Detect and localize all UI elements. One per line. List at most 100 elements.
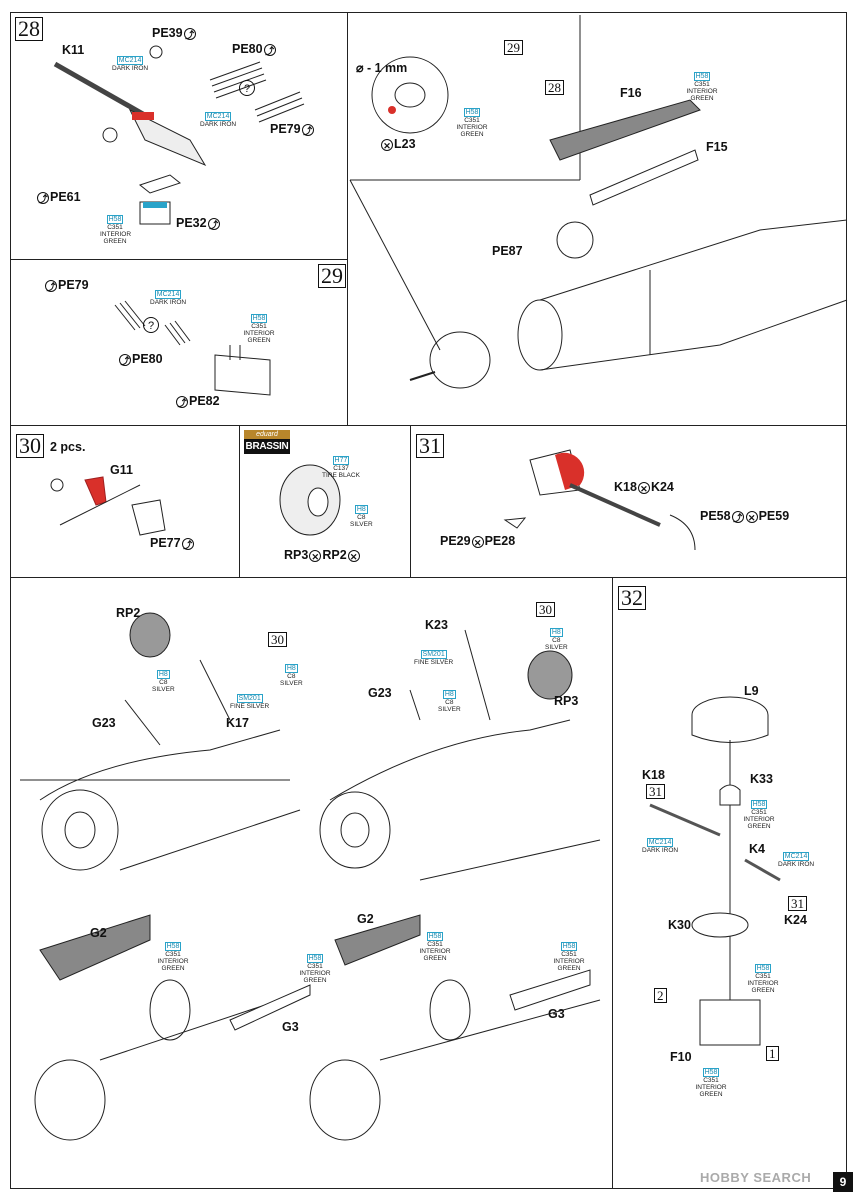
part-pe80-label: PE80⤴ (232, 42, 277, 56)
part-pe80-text: PE80 (232, 42, 263, 56)
brassin-wheel (279, 464, 341, 536)
part-rp2-label: RP2 (116, 606, 141, 620)
remove-icon: ✕ (471, 535, 484, 548)
part-k18-k24-label: K18✕K24 (614, 480, 674, 494)
gear-right-drawing (309, 629, 601, 1141)
fold-icon: ⤴ (207, 217, 220, 230)
part-pe59-text: PE59 (758, 509, 790, 523)
part-pe77-text: PE77 (150, 536, 181, 550)
part-rp2-text: RP2 (322, 548, 347, 562)
part-pe87-label: PE87 (492, 244, 523, 258)
pe79-part-29 (114, 300, 146, 331)
part-g2-label: G2 (357, 912, 374, 926)
brassin-logo-bottom: BRASSIN (244, 439, 290, 454)
fold-icon: ⤴ (183, 27, 196, 40)
watermark: HOBBY SEARCH (700, 1170, 812, 1185)
part-l9-label: L9 (744, 684, 759, 698)
part-k11-label: K11 (62, 43, 85, 57)
part-g23-label: G23 (368, 686, 392, 700)
ref-step-28: 28 (545, 80, 564, 95)
part-pe61-text: PE61 (50, 190, 81, 204)
step-32-number: 32 (618, 586, 646, 610)
step-30-number: 30 (16, 434, 44, 458)
step-32-drawing (649, 696, 781, 1046)
part-l23-text: L23 (394, 137, 416, 151)
part-pe32-text: PE32 (176, 216, 207, 230)
unsure-icon: ? (143, 317, 159, 333)
ref-step-31: 31 (646, 784, 665, 799)
fold-icon: ⤴ (119, 353, 131, 366)
part-pe79-text: PE79 (270, 122, 301, 136)
ref-step-1: 1 (766, 1046, 779, 1061)
pe77-part (131, 499, 166, 536)
g11-part (50, 476, 141, 526)
remove-icon: ✕ (381, 138, 393, 151)
part-pe58-pe59-label: PE58⤴✕PE59 (700, 509, 789, 523)
fold-icon: ⤴ (176, 395, 188, 408)
part-f16-label: F16 (620, 86, 642, 100)
step-31-number: 31 (416, 434, 444, 458)
part-pe58-text: PE58 (700, 509, 731, 523)
step-29-number: 29 (318, 264, 346, 288)
part-pe77-label: PE77⤴ (150, 536, 195, 550)
part-pe80-text: PE80 (132, 352, 163, 366)
fold-icon: ⤴ (45, 279, 57, 292)
part-k24-text: K24 (650, 480, 674, 494)
dimension-label: ⌀ - 1 mm (356, 61, 408, 75)
part-pe61-label: ⤴PE61 (36, 190, 81, 204)
part-g23-label: G23 (92, 716, 116, 730)
ref-step-30: 30 (268, 632, 287, 647)
remove-icon: ✕ (637, 481, 650, 494)
part-f15-label: F15 (706, 140, 728, 154)
unsure-icon: ? (239, 80, 255, 96)
nose-cone-l23 (371, 56, 449, 134)
remove-icon: ✕ (309, 549, 322, 562)
quantity-label: 2 pcs. (50, 440, 86, 454)
fold-icon: ⤴ (263, 43, 276, 56)
pe32-part (139, 201, 171, 225)
part-pe39-label: PE39⤴ (152, 26, 197, 40)
part-k33-label: K33 (750, 772, 773, 786)
fold-icon: ⤴ (37, 191, 49, 204)
part-pe79-label: PE79⤴ (270, 122, 315, 136)
part-pe29-text: PE29 (440, 534, 471, 548)
brassin-logo: eduard BRASSIN (244, 430, 290, 456)
pe80-part-28 (209, 61, 267, 99)
part-g3-label: G3 (548, 1007, 565, 1021)
part-pe29-pe28-label: PE29✕PE28 (440, 534, 515, 548)
fold-icon: ⤴ (181, 537, 194, 550)
part-rp3-rp2-label: RP3✕RP2✕ (284, 548, 361, 562)
part-pe28-text: PE28 (484, 534, 516, 548)
part-k23-label: K23 (425, 618, 448, 632)
part-rp3-label: RP3 (554, 694, 579, 708)
ref-step-29: 29 (504, 40, 523, 55)
pe79-part-28 (254, 91, 305, 123)
gun-k11-drawing (53, 61, 207, 194)
pe39-part (149, 45, 163, 59)
part-k4-label: K4 (749, 842, 765, 856)
part-pe39-text: PE39 (152, 26, 183, 40)
ref-step-31: 31 (788, 896, 807, 911)
page-number: 9 (833, 1172, 853, 1192)
part-k24-label: K24 (784, 913, 807, 927)
part-k30-label: K30 (668, 918, 691, 932)
part-pe80-label-29: ⤴PE80 (118, 352, 163, 366)
